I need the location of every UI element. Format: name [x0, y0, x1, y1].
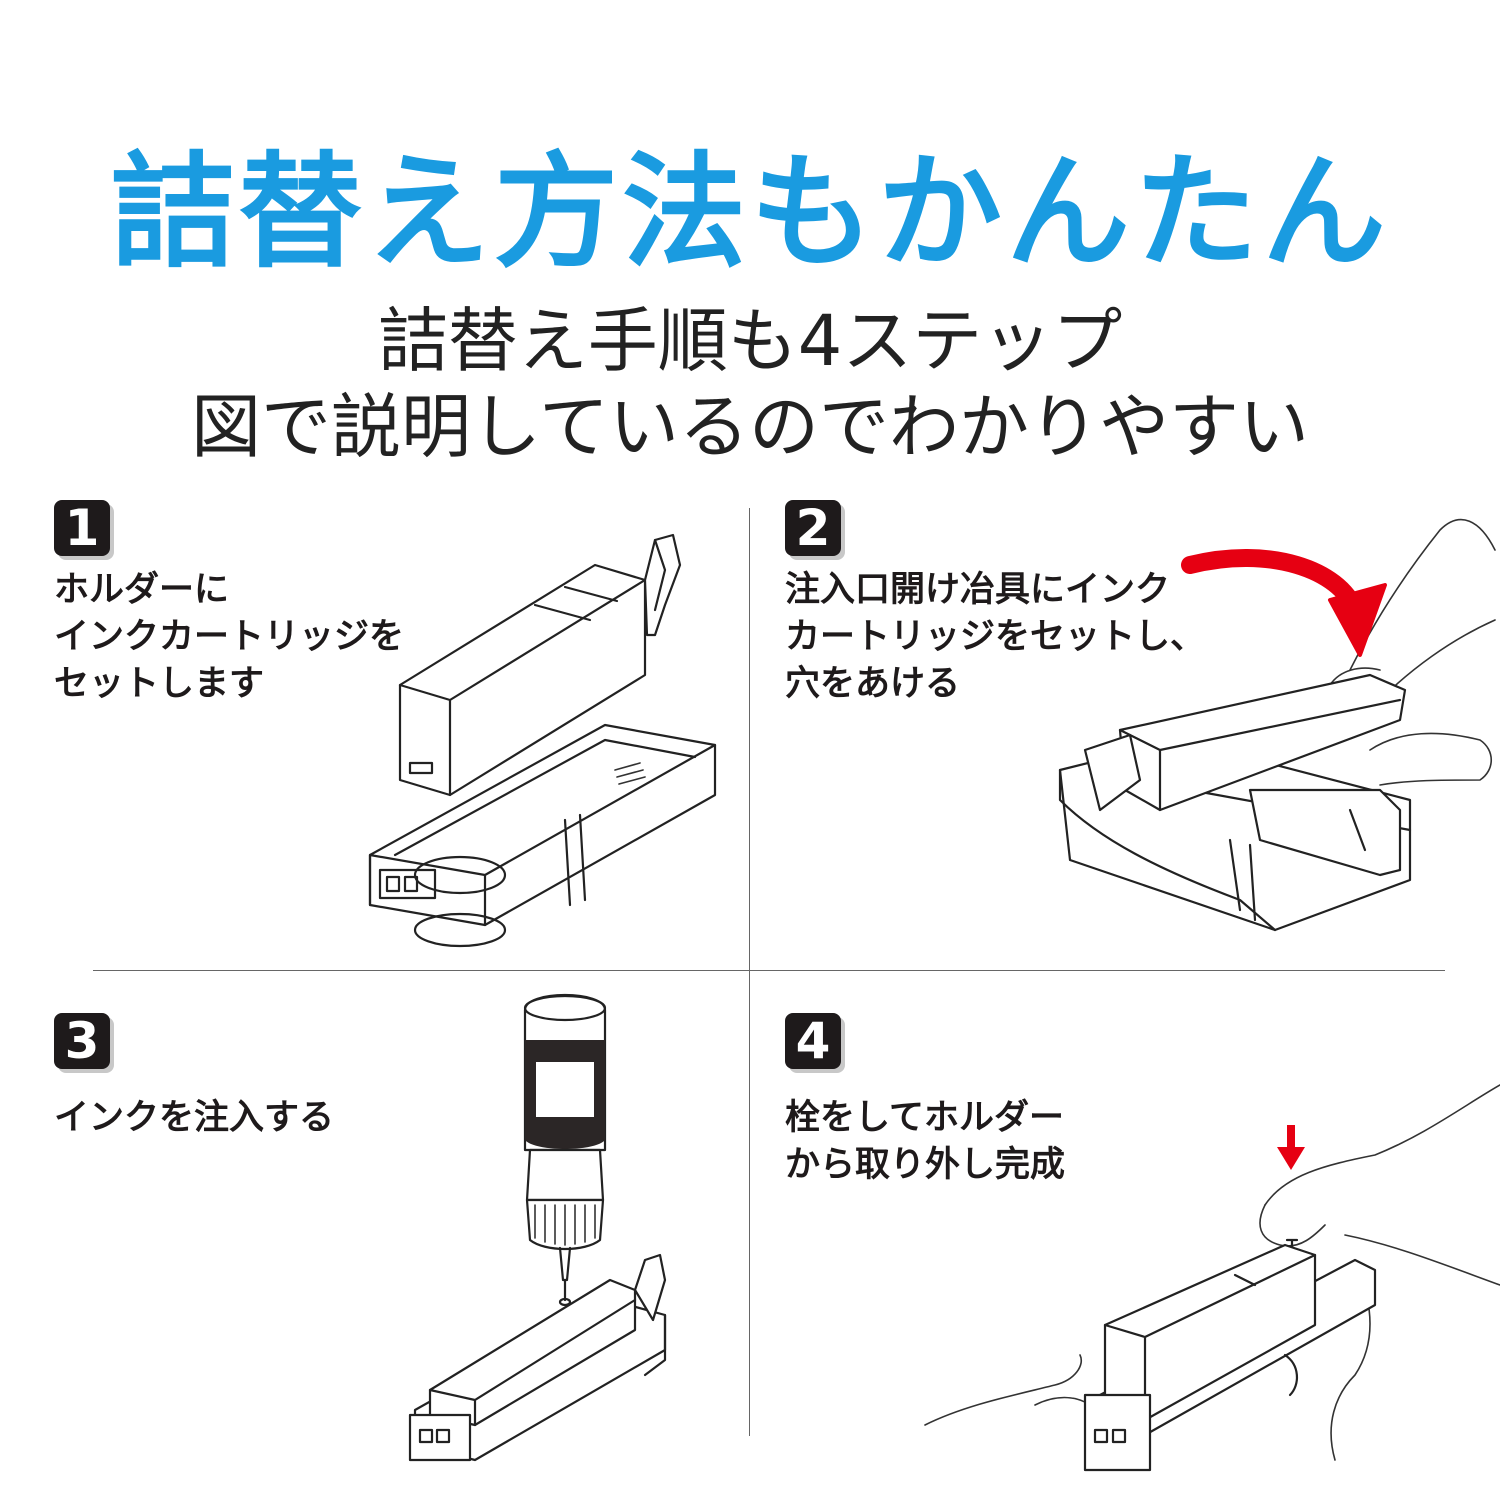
- subtitle-line-2: 図で説明しているのでわかりやすい: [191, 386, 1309, 468]
- step-4-line-2: から取り外し完成: [785, 1145, 1066, 1185]
- step-2-text: 注入口開け冶具にインク カートリッジをセットし、 穴をあける: [785, 567, 1205, 708]
- step-4-number: 4: [785, 1013, 841, 1069]
- step-2-number: 2: [785, 500, 841, 556]
- step-3-badge: 3: [54, 1013, 114, 1073]
- step-4-line-1: 栓をしてホルダー: [785, 1098, 1064, 1138]
- step-1-line-3: セットします: [54, 664, 265, 704]
- down-arrow-icon: [1277, 1125, 1305, 1170]
- step-1-line-1: ホルダーに: [54, 570, 230, 610]
- step-3-ink-bottle-illustration: [408, 994, 667, 1462]
- page-title: 詰替え方法もかんたん: [109, 141, 1390, 286]
- step-4-text: 栓をしてホルダー から取り外し完成: [785, 1095, 1065, 1189]
- step-4-finish-illustration: [924, 1084, 1500, 1472]
- step-3-line-1: インクを注入する: [54, 1098, 335, 1138]
- step-1-line-2: インクカートリッジを: [54, 617, 405, 657]
- step-1-number: 1: [54, 500, 110, 556]
- horizontal-divider: [93, 970, 1445, 971]
- step-2-opener-tool-illustration: [1058, 518, 1496, 932]
- step-1-text: ホルダーに インクカートリッジを セットします: [54, 567, 404, 708]
- step-2-line-1: 注入口開け冶具にインク: [785, 570, 1171, 610]
- subtitle-line-1: 詰替え手順も4ステップ: [377, 300, 1123, 382]
- step-2-line-2: カートリッジをセットし、: [785, 617, 1206, 657]
- step-4-badge: 4: [785, 1013, 845, 1073]
- step-3-text: インクを注入する: [54, 1095, 334, 1142]
- step-1-cartridge-holder-illustration: [368, 533, 717, 948]
- vertical-divider: [749, 508, 750, 1436]
- step-3-number: 3: [54, 1013, 110, 1069]
- subtitle: 詰替え手順も4ステップ 図で説明しているのでわかりやすい: [0, 298, 1500, 470]
- step-2-badge: 2: [785, 500, 845, 560]
- step-2-line-3: 穴をあける: [785, 664, 961, 704]
- step-1-badge: 1: [54, 500, 114, 560]
